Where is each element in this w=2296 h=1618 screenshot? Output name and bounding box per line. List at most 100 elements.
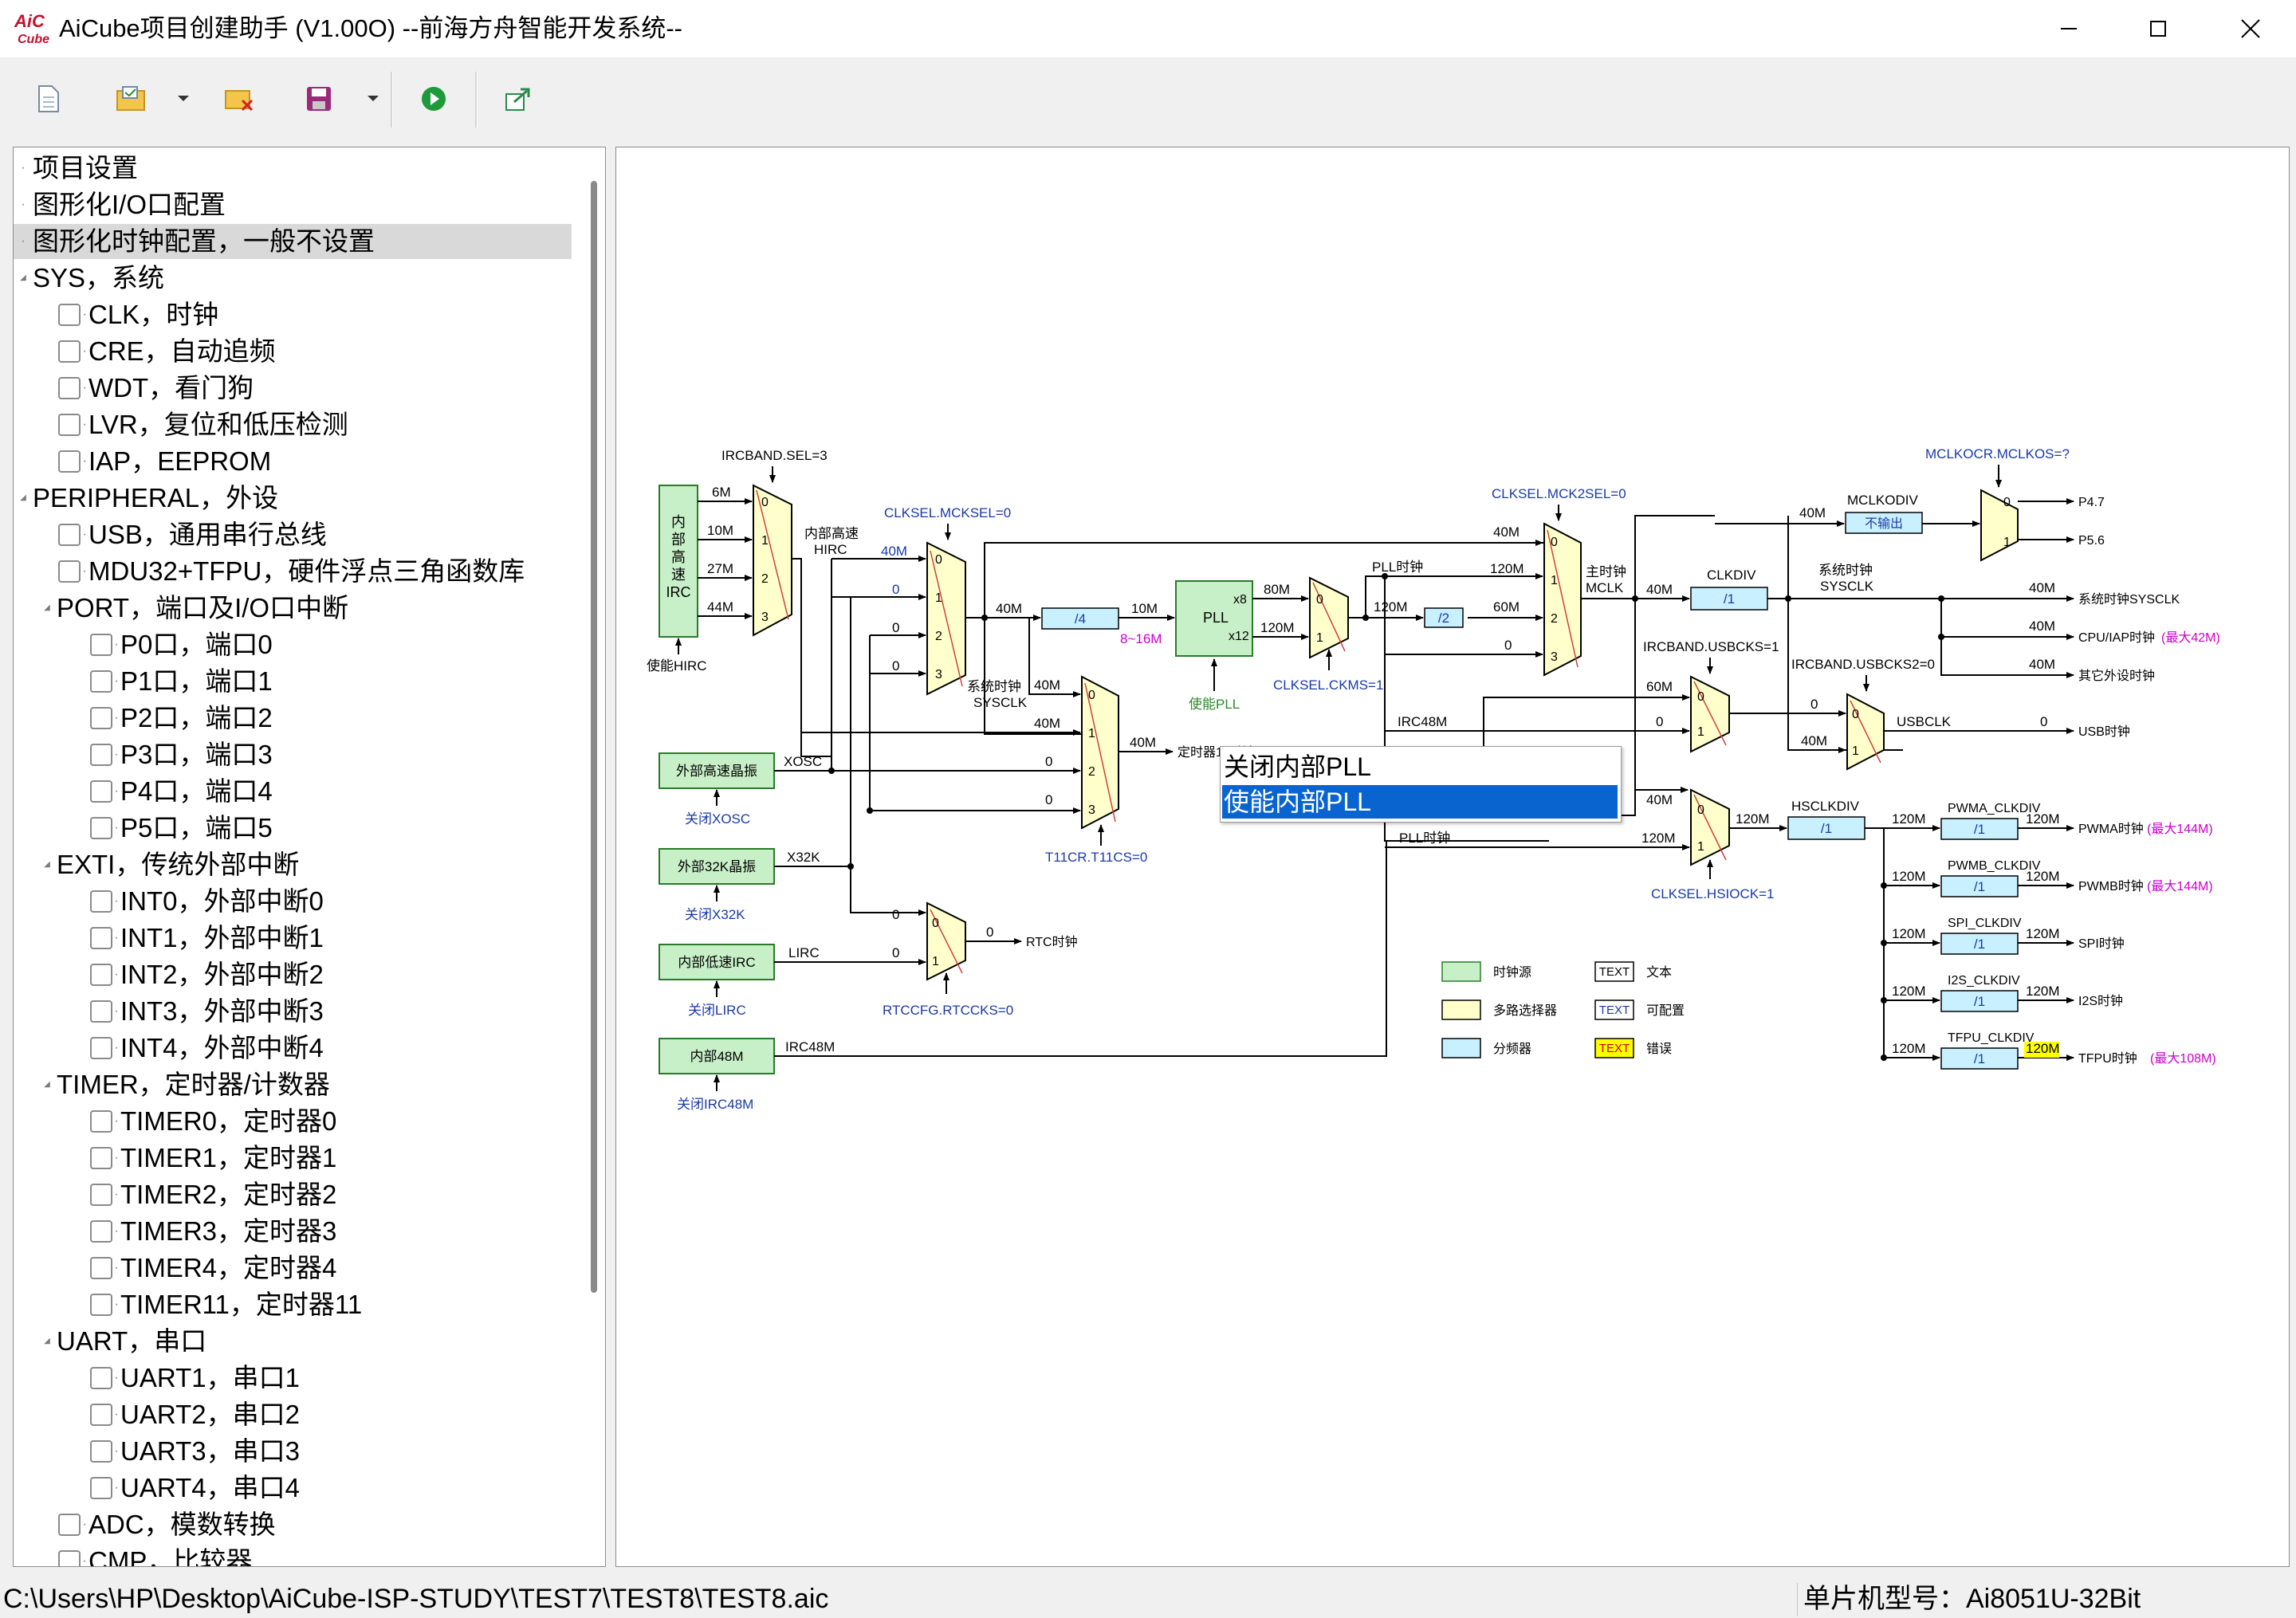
tree-checkbox[interactable] (58, 340, 81, 363)
tree-scrollbar[interactable] (591, 181, 597, 1293)
expand-arrow-icon[interactable]: ◢ (20, 273, 26, 282)
tree-checkbox[interactable] (58, 377, 81, 399)
usbcks2-label[interactable]: IRCBAND.USBCKS2=0 (1791, 657, 1935, 672)
tree-checkbox[interactable] (90, 1110, 112, 1133)
expand-arrow-icon[interactable]: ◢ (44, 1080, 50, 1089)
rtccfg-label[interactable]: RTCCFG.RTCCKS=0 (883, 1003, 1013, 1018)
div2-value[interactable]: /2 (1438, 611, 1449, 626)
tree-item[interactable]: ·LVR，复位和低压检测 (14, 407, 572, 442)
expand-arrow-icon[interactable]: ◢ (20, 493, 26, 502)
tree-item[interactable]: ·P0口，端口0 (14, 627, 572, 662)
periph-div-value[interactable]: /1 (1974, 994, 1985, 1009)
tree-checkbox[interactable] (90, 1294, 112, 1316)
tree-checkbox[interactable] (90, 1477, 112, 1499)
tree-item[interactable]: ·UART4，串口4 (14, 1471, 572, 1506)
tree-item[interactable]: ·TIMER3，定时器3 (14, 1214, 572, 1249)
tree-item[interactable]: ·TIMER2，定时器2 (14, 1177, 572, 1212)
tree-item[interactable]: ·P1口，端口1 (14, 664, 572, 699)
minimize-button[interactable] (2025, 6, 2113, 51)
menu-item-disable-pll[interactable]: 关闭内部PLL (1224, 752, 1371, 781)
menu-item-enable-pll[interactable]: 使能内部PLL (1222, 785, 1618, 819)
tree-checkbox[interactable] (90, 1404, 112, 1426)
periph-div-value[interactable]: /1 (1974, 879, 1985, 894)
periph-div-value[interactable]: /1 (1974, 822, 1985, 837)
tree-item[interactable]: ·P3口，端口3 (14, 737, 572, 772)
tree-item[interactable]: ·CLK，时钟 (14, 297, 572, 332)
tree-checkbox[interactable] (90, 1000, 112, 1023)
tree-checkbox[interactable] (90, 890, 112, 913)
tree-item[interactable]: ·UART1，串口1 (14, 1361, 572, 1396)
tree-item[interactable]: ·IAP，EEPROM (14, 444, 572, 479)
tree-checkbox[interactable] (90, 1367, 112, 1389)
tree-item[interactable]: ·ADC，模数转换 (14, 1507, 572, 1542)
tree-checkbox[interactable] (90, 817, 112, 839)
tree-checkbox[interactable] (90, 1037, 112, 1059)
hsclkdiv-box[interactable] (1787, 816, 1866, 840)
tree-checkbox[interactable] (90, 927, 112, 949)
tree-item[interactable]: ·P4口，端口4 (14, 774, 572, 809)
periph-div-box[interactable] (1940, 818, 2019, 840)
tree-item[interactable]: ·P2口，端口2 (14, 701, 572, 736)
clksel-ckms-label[interactable]: CLKSEL.CKMS=1 (1273, 677, 1383, 693)
pll-box[interactable] (1175, 580, 1253, 657)
save-button[interactable] (298, 78, 340, 120)
run-button[interactable] (413, 78, 454, 120)
clkdiv-box[interactable] (1690, 587, 1768, 611)
tree-item[interactable]: ·WDT，看门狗 (14, 371, 572, 406)
tree-checkbox[interactable] (58, 524, 81, 546)
tree-item[interactable]: ·UART3，串口3 (14, 1434, 572, 1469)
tree-item[interactable]: ·INT1，外部中断1 (14, 921, 572, 956)
save-dropdown-button[interactable] (362, 78, 384, 120)
tree-item[interactable]: ·TIMER1，定时器1 (14, 1141, 572, 1176)
tree-checkbox[interactable] (90, 744, 112, 766)
lirc-close-link[interactable]: 关闭LIRC (688, 1003, 746, 1018)
hsclkdiv-value[interactable]: /1 (1821, 821, 1832, 836)
hsiock-label[interactable]: CLKSEL.HSIOCK=1 (1651, 886, 1775, 901)
pll-enable-link[interactable]: 使能PLL (1189, 696, 1240, 712)
div2-box[interactable] (1424, 607, 1464, 628)
tree-checkbox[interactable] (58, 1550, 81, 1566)
div4-value[interactable]: /4 (1075, 611, 1086, 626)
tree-checkbox[interactable] (90, 707, 112, 729)
tree-item[interactable]: ·INT4，外部中断4 (14, 1031, 572, 1066)
clksel-mcksel-label[interactable]: CLKSEL.MCKSEL=0 (884, 505, 1011, 520)
project-tree[interactable]: ·项目设置·图形化I/O口配置·图形化时钟配置，一般不设置◢SYS，系统·CLK… (13, 147, 606, 1567)
tree-item[interactable]: ·图形化I/O口配置 (14, 187, 572, 222)
tree-checkbox[interactable] (90, 1184, 112, 1206)
xosc-close-link[interactable]: 关闭XOSC (685, 811, 750, 827)
periph-div-value[interactable]: /1 (1974, 1051, 1985, 1066)
mclkos-mux[interactable] (1980, 489, 2019, 562)
export-button[interactable] (497, 78, 539, 120)
tree-item[interactable]: ·TIMER0，定时器0 (14, 1104, 572, 1139)
periph-div-value[interactable]: /1 (1974, 937, 1985, 952)
close-window-button[interactable] (2207, 6, 2294, 51)
periph-div-box[interactable] (1940, 990, 2019, 1012)
t11cr-label[interactable]: T11CR.T11CS=0 (1045, 850, 1147, 865)
ircband-mux[interactable] (753, 484, 792, 637)
tree-item[interactable]: ·CRE，自动追频 (14, 334, 572, 369)
x32k-close-link[interactable]: 关闭X32K (685, 907, 745, 922)
tree-checkbox[interactable] (58, 304, 81, 326)
irc48m-close-link[interactable]: 关闭IRC48M (677, 1097, 753, 1112)
tree-checkbox[interactable] (58, 1514, 81, 1536)
tree-item[interactable]: ·TIMER11，定时器11 (14, 1287, 572, 1322)
hirc-enable-link[interactable]: 使能HIRC (647, 658, 707, 674)
tree-item[interactable]: ·INT0，外部中断0 (14, 884, 572, 919)
tree-item[interactable]: ◢UART，串口 (14, 1324, 572, 1359)
pll-context-menu[interactable]: 关闭内部PLL 使能内部PLL (1220, 746, 1622, 823)
tree-checkbox[interactable] (58, 450, 81, 473)
tree-item[interactable]: ·MDU32+TFPU，硬件浮点三角函数库 (14, 554, 572, 589)
tree-item[interactable]: ·INT3，外部中断3 (14, 994, 572, 1029)
tree-item[interactable]: ·P5口，端口5 (14, 811, 572, 846)
div4-box[interactable] (1041, 607, 1119, 630)
tree-item[interactable]: ◢TIMER，定时器/计数器 (14, 1067, 572, 1102)
mclkodiv-value[interactable]: 不输出 (1865, 516, 1903, 531)
mclkocr-label[interactable]: MCLKOCR.MCLKOS=? (1925, 446, 2070, 461)
tree-item[interactable]: ·项目设置 (14, 151, 572, 186)
tree-item[interactable]: ◢PORT，端口及I/O口中断 (14, 591, 572, 626)
open-dropdown-button[interactable] (172, 78, 195, 120)
tree-checkbox[interactable] (90, 964, 112, 986)
lirc-source-box[interactable] (659, 944, 775, 980)
clkdiv-value[interactable]: /1 (1724, 591, 1735, 607)
tree-checkbox[interactable] (58, 414, 81, 436)
